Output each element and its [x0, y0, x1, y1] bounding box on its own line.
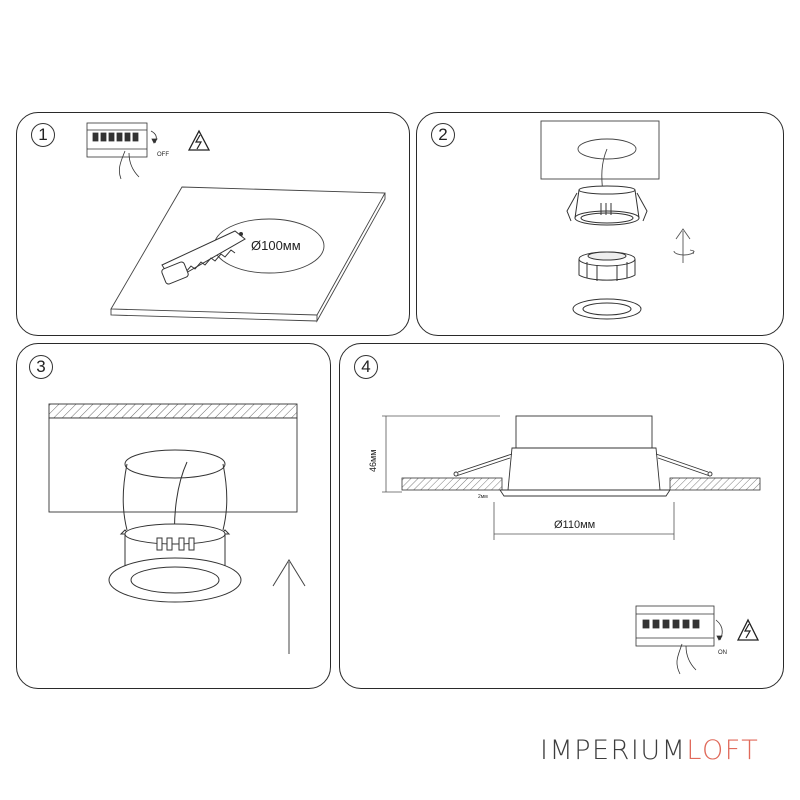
- push-up-arrow-icon: [272, 559, 306, 654]
- label-on: ON: [718, 650, 727, 656]
- hole-saw-icon: [161, 230, 246, 285]
- width-dimension: [493, 502, 675, 540]
- brand-logo-part1: IMPERIUM: [540, 735, 687, 766]
- gx53-lamp: [578, 251, 636, 281]
- step-1-number: 1: [31, 123, 55, 147]
- ceiling-left: [401, 477, 503, 491]
- step-2-illustration: [540, 120, 695, 320]
- ceiling-top-hatched: [48, 403, 298, 419]
- label-off: OFF: [157, 152, 169, 158]
- fixture-body: [124, 523, 226, 567]
- rotate-install-arrow-icon: [673, 228, 695, 263]
- fixture-profile: [453, 415, 713, 497]
- step-2-number: 2: [431, 123, 455, 147]
- trim-ring: [572, 298, 642, 320]
- step-3-number: 3: [29, 355, 53, 379]
- circuit-breaker-on: [635, 605, 723, 675]
- gap-label: 2мм: [478, 494, 488, 500]
- step-4-panel: 4 46мм 2мм: [339, 343, 784, 689]
- height-dimension: [382, 415, 500, 493]
- step-3-panel: 3: [16, 343, 331, 689]
- ceiling-hole: [124, 449, 226, 479]
- step-2-panel: 2: [416, 112, 784, 336]
- width-label: Ø110мм: [554, 519, 595, 531]
- step-4-illustration: 46мм 2мм Ø110мм: [368, 415, 761, 675]
- height-label: 46мм: [368, 450, 378, 472]
- circuit-breaker-off: [86, 122, 158, 180]
- brand-logo-part2: LOFT: [686, 735, 760, 766]
- step-1-illustration: OFF Ø100мм: [86, 122, 386, 323]
- trim-ring: [108, 557, 242, 603]
- ceiling-right: [669, 477, 761, 491]
- fixture-housing: [566, 185, 648, 226]
- high-voltage-warning-icon: [736, 618, 760, 641]
- step-3-illustration: [48, 403, 306, 654]
- cutout-dimension: Ø100мм: [251, 238, 301, 253]
- brand-logo: IMPERIUMLOFT: [540, 735, 759, 766]
- step-1-panel: 1 OFF Ø100мм: [16, 112, 410, 336]
- step-4-number: 4: [354, 355, 378, 379]
- high-voltage-warning-icon: [187, 129, 211, 151]
